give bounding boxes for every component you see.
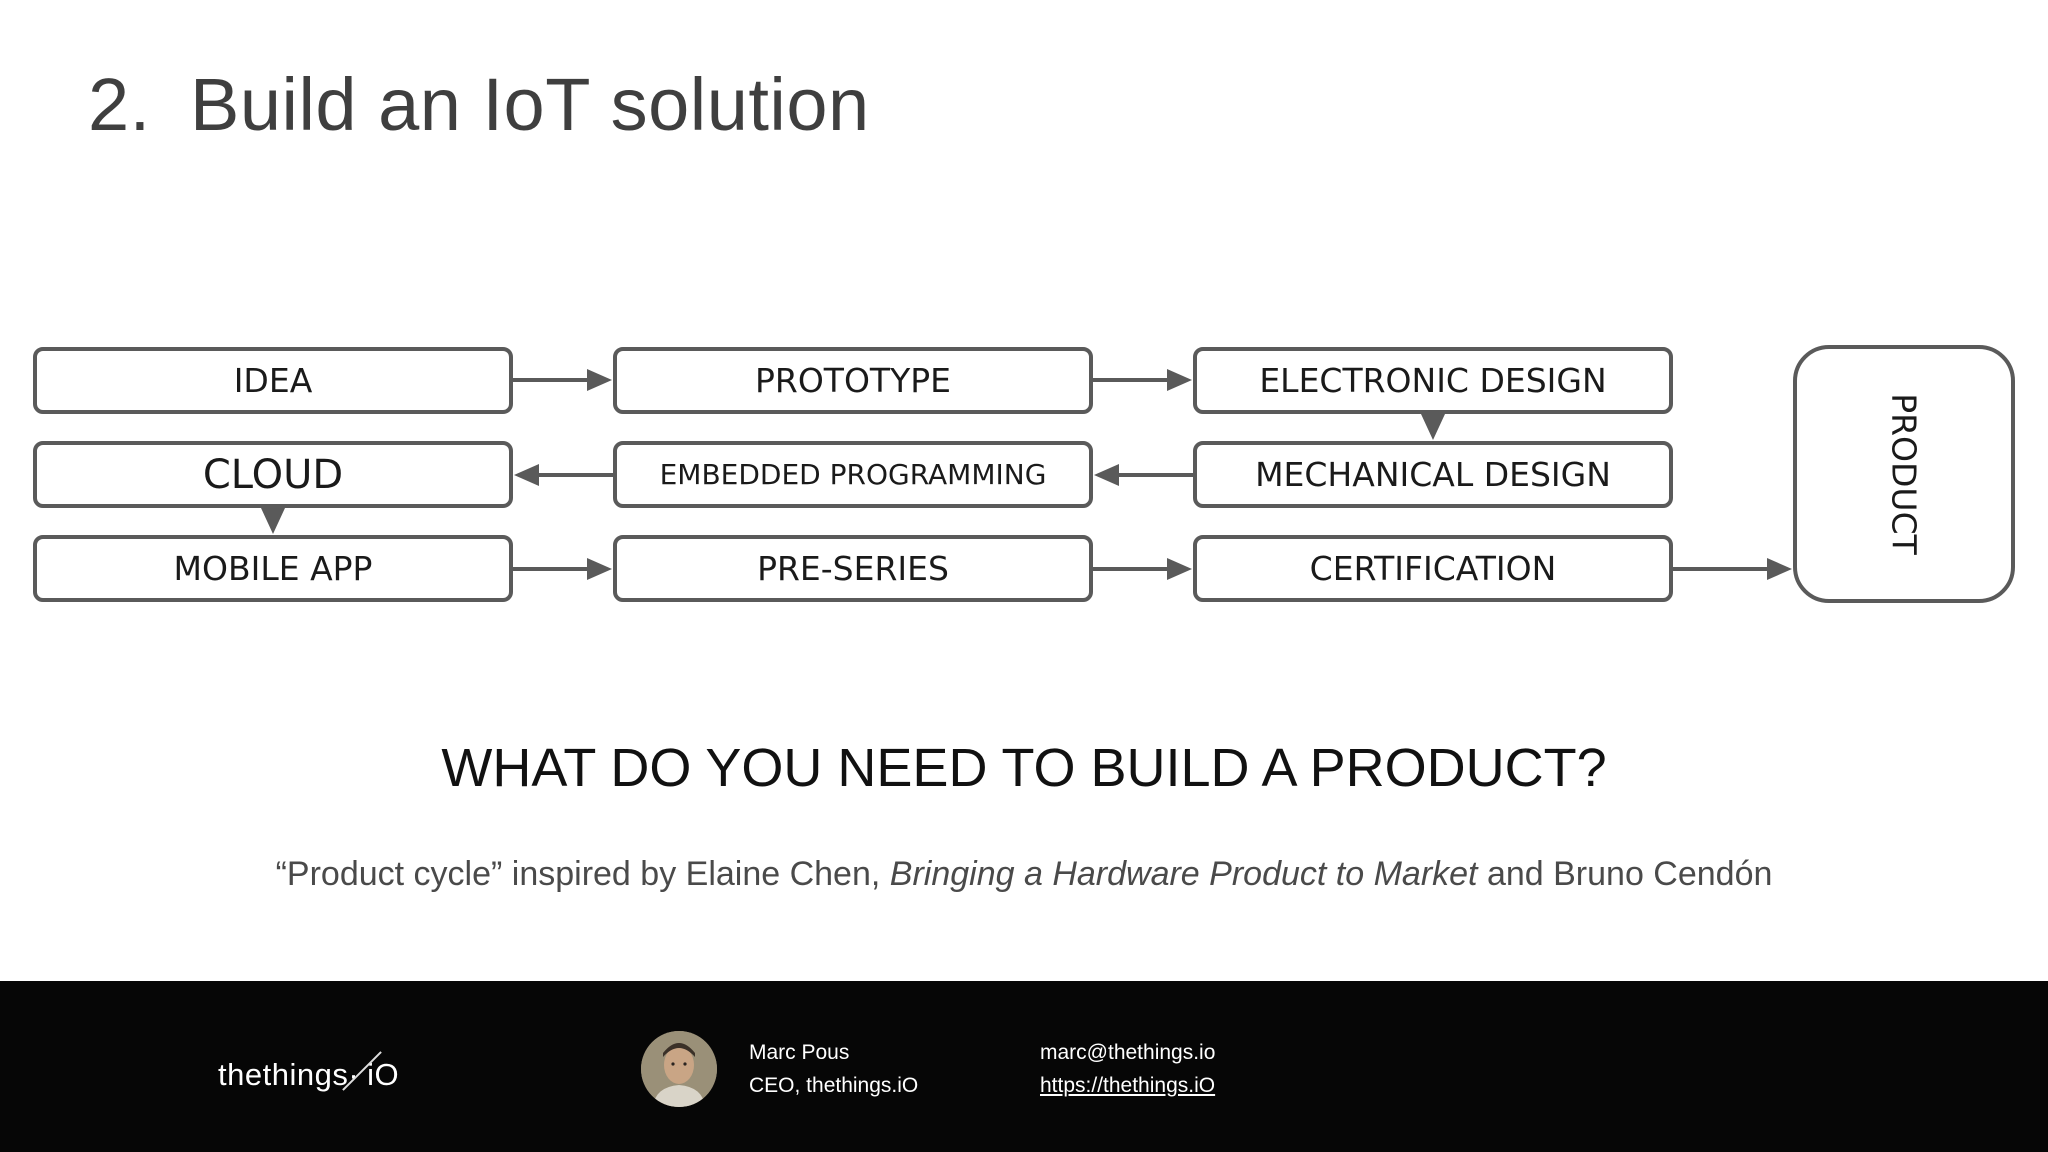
caption-suffix: and Bruno Cendón: [1477, 855, 1773, 893]
logo-dot: ·: [348, 1057, 360, 1093]
presenter-name: Marc Pous: [749, 1041, 850, 1064]
caption-book-title: Bringing a Hardware Product to Market: [889, 855, 1478, 893]
contact-email: marc@thethings.io: [1040, 1041, 1216, 1064]
caption-prefix: “Product cycle” inspired by Elaine Chen,: [275, 855, 890, 893]
arrowhead-cloud-to-mobile: [261, 508, 285, 534]
footer-bar: [0, 981, 2048, 1152]
attribution-caption: “Product cycle” inspired by Elaine Chen,…: [0, 855, 2048, 894]
slide-number: 2.: [88, 63, 151, 146]
box-certification: CERTIFICATION: [1193, 535, 1673, 602]
box-mechanical-design: MECHANICAL DESIGN: [1193, 441, 1673, 508]
contact-info: marc@thethings.io https://thethings.iO: [1040, 1036, 1215, 1102]
logo-text-left: thethings: [218, 1057, 349, 1093]
box-prototype: PROTOTYPE: [613, 347, 1093, 414]
presenter-info: Marc Pous CEO, thethings.iO: [749, 1036, 918, 1102]
slide-title: 2. Build an IoT solution: [88, 62, 870, 147]
box-embedded-programming: EMBEDDED PROGRAMMING: [613, 441, 1093, 508]
arrowhead-preseries-to-certification: [1167, 558, 1192, 580]
arrowhead-certification-to-product: [1767, 558, 1792, 580]
arrowhead-electronic-to-mechanical: [1421, 414, 1445, 440]
arrowhead-embedded-to-cloud: [514, 464, 539, 486]
presenter-role: CEO, thethings.iO: [749, 1074, 919, 1097]
box-pre-series: PRE-SERIES: [613, 535, 1093, 602]
box-electronic-design: ELECTRONIC DESIGN: [1193, 347, 1673, 414]
arrowhead-prototype-to-electronic: [1167, 369, 1192, 391]
logo-text-right: iO: [367, 1057, 400, 1093]
website-link[interactable]: https://thethings.iO: [1040, 1074, 1216, 1097]
arrowhead-mechanical-to-embedded: [1094, 464, 1119, 486]
avatar-graphic: [641, 1031, 717, 1107]
person-photo-icon: [641, 1031, 717, 1107]
box-idea: IDEA: [33, 347, 513, 414]
arrowhead-idea-to-prototype: [587, 369, 612, 391]
box-cloud: CLOUD: [33, 441, 513, 508]
thethings-logo: thethings·iO: [218, 1050, 399, 1104]
box-product: PRODUCT: [1793, 345, 2015, 603]
arrowhead-mobile-to-preseries: [587, 558, 612, 580]
slide-title-text: Build an IoT solution: [190, 63, 870, 146]
box-mobile-app: MOBILE APP: [33, 535, 513, 602]
main-question: WHAT DO YOU NEED TO BUILD A PRODUCT?: [441, 738, 1607, 798]
product-label: PRODUCT: [1884, 393, 1924, 555]
